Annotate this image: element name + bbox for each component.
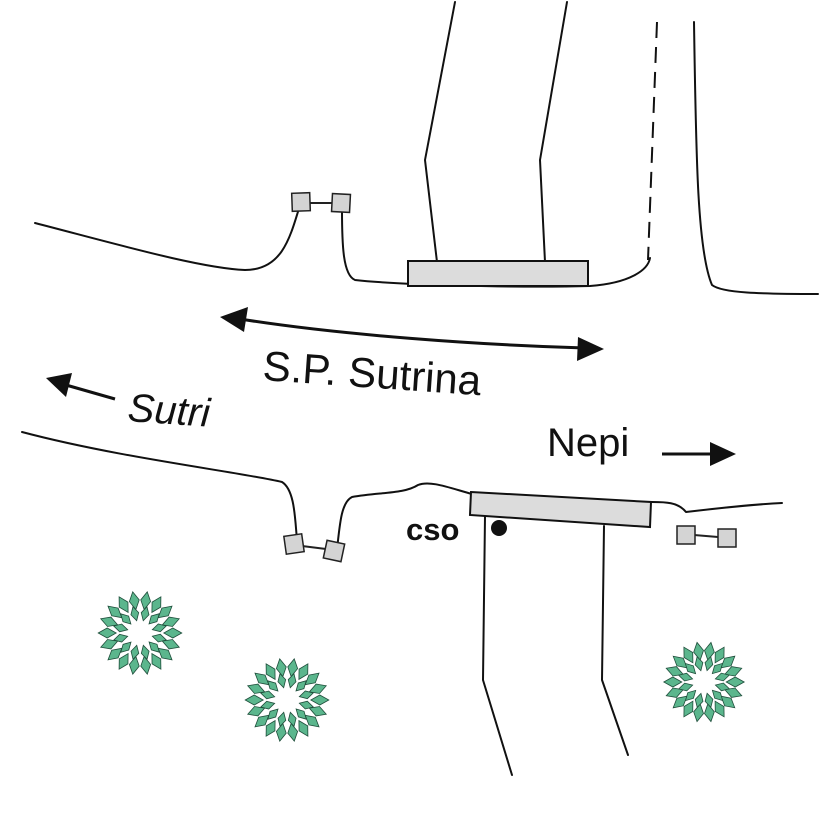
- south-street-right-edge: [601, 525, 629, 756]
- tree-leaf: [295, 680, 307, 692]
- tree-leaf: [683, 700, 694, 718]
- tree-leaf: [151, 596, 162, 614]
- tree-leaf: [711, 689, 724, 702]
- tree-leaf: [97, 627, 118, 639]
- south-road-edge-east: [651, 501, 783, 513]
- tree-leaf: [714, 672, 731, 682]
- arrow-west: [46, 373, 116, 401]
- tree-leaf: [118, 652, 129, 670]
- tree-leaf: [267, 708, 279, 720]
- tree-leaf: [287, 722, 299, 742]
- north-east-road-edge: [693, 21, 819, 295]
- tree-leaf: [287, 672, 297, 689]
- road-name-label: S.P. Sutrina: [261, 342, 483, 404]
- direction-west-label: Sutri: [126, 386, 212, 436]
- tree-leaf: [714, 646, 725, 664]
- tree-leaf: [714, 700, 725, 718]
- tree-leaf: [694, 655, 704, 672]
- tree-leaf: [151, 633, 168, 643]
- tree-leaf: [677, 682, 694, 692]
- tree-leaf: [298, 663, 309, 681]
- tree-leaf: [259, 690, 276, 700]
- tree-leaf: [151, 623, 168, 633]
- tree-leaf: [118, 596, 129, 614]
- tree-leaf: [140, 655, 152, 675]
- tree-leaf: [275, 658, 287, 678]
- tree-icon: [244, 658, 330, 742]
- tree-leaf: [112, 633, 129, 643]
- north-street-right-edge: [539, 1, 568, 263]
- tree-leaf: [162, 627, 183, 639]
- tree-leaf: [130, 605, 140, 622]
- traffic-signal-south-east: [676, 525, 737, 548]
- north-bridge: [407, 260, 589, 287]
- tree-leaf: [714, 682, 731, 692]
- north-road-edge-west: [34, 204, 301, 271]
- tree-leaf: [265, 719, 276, 737]
- tree-leaf: [128, 591, 140, 611]
- tree-leaf: [277, 711, 287, 728]
- tree-leaf: [267, 680, 279, 692]
- tree-icon: [662, 641, 746, 723]
- tree-leaf: [298, 719, 309, 737]
- arrow-east: [662, 442, 736, 466]
- direction-east-label: Nepi: [547, 421, 629, 465]
- tree-leaf: [694, 692, 704, 709]
- tree-leaf: [662, 676, 683, 688]
- tree-leaf: [265, 663, 276, 681]
- traffic-signal-north: [290, 191, 352, 214]
- tree-leaf: [677, 672, 694, 682]
- south-road-edge-west: [21, 431, 298, 541]
- tree-leaf: [148, 613, 160, 625]
- south-road-edge-middle: [336, 482, 473, 551]
- tree-leaf: [287, 711, 297, 728]
- tree-leaf: [244, 694, 265, 706]
- tree-leaf: [725, 676, 746, 688]
- south-street-left-edge: [482, 515, 513, 776]
- tree-leaf: [298, 700, 315, 710]
- north-street-left-edge: [424, 1, 456, 263]
- tree-leaf: [120, 641, 132, 653]
- tree-leaf: [704, 692, 714, 709]
- tree-leaf: [130, 644, 140, 661]
- tree-leaf: [259, 700, 276, 710]
- tree-leaf: [704, 655, 714, 672]
- tree-leaf: [684, 662, 697, 675]
- tree-leaf: [112, 623, 129, 633]
- tree-leaf: [277, 672, 287, 689]
- site-marker-dot: [491, 520, 507, 536]
- south-bridge: [468, 490, 653, 529]
- site-code-label: cso: [406, 512, 459, 547]
- traffic-signal-south-west: [282, 532, 346, 563]
- tree-leaf: [683, 646, 694, 664]
- road-double-arrow: [220, 307, 604, 361]
- tree-leaf: [140, 644, 150, 661]
- tree-leaf: [295, 708, 307, 720]
- tree-leaf: [711, 662, 724, 675]
- north-street-dashed-edge: [647, 21, 658, 261]
- tree-leaf: [298, 690, 315, 700]
- tree-icon: [97, 591, 183, 675]
- tree-leaf: [684, 689, 697, 702]
- tree-leaf: [120, 613, 132, 625]
- tree-leaf: [148, 641, 160, 653]
- tree-leaf: [140, 605, 150, 622]
- tree-leaf: [151, 652, 162, 670]
- tree-leaf: [309, 694, 330, 706]
